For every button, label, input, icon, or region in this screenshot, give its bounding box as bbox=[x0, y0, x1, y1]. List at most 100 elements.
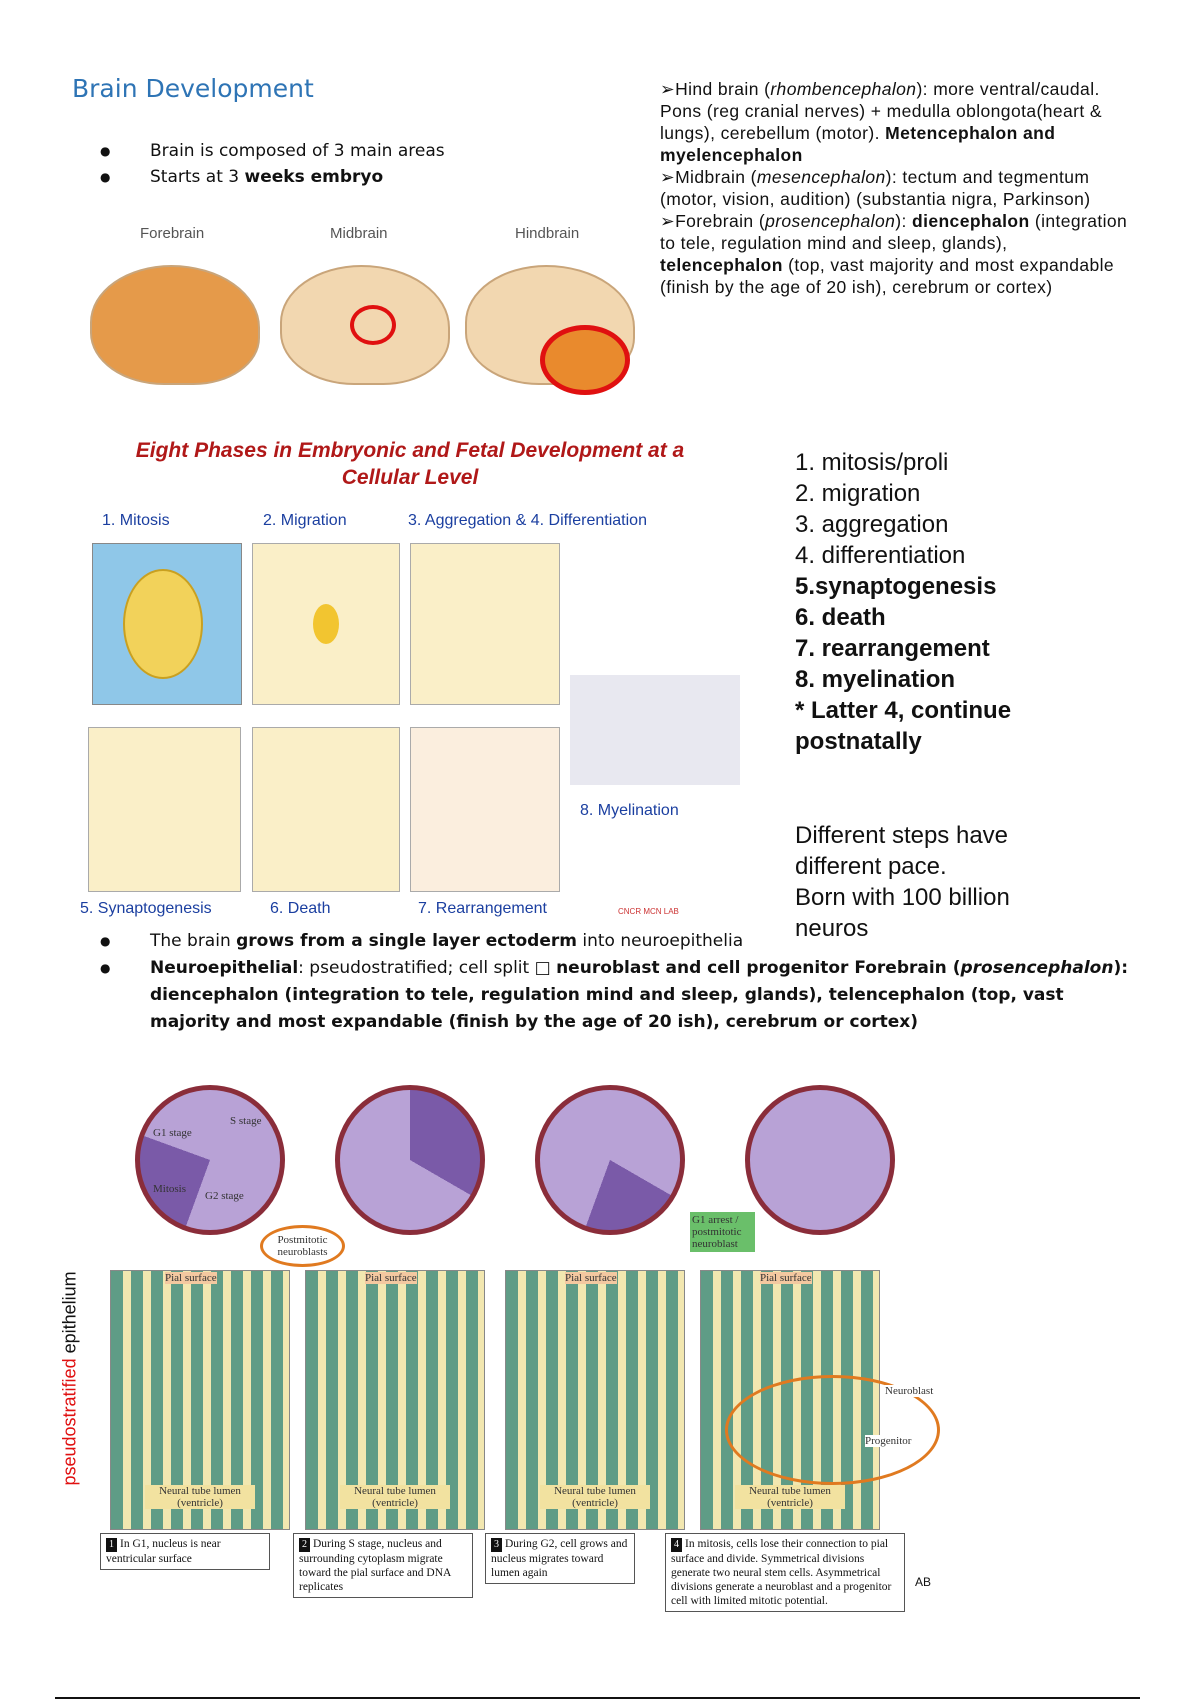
list-item: * Latter 4, continue postnatally bbox=[795, 697, 1012, 755]
cell-cycle-pie bbox=[135, 1085, 285, 1235]
highlight-ellipse bbox=[725, 1375, 940, 1485]
neuroepithelia-bullets: The brain grows from a single layer ecto… bbox=[100, 928, 1140, 1036]
t: into neuroepithelia bbox=[576, 931, 744, 951]
forebrain-label: Forebrain bbox=[140, 225, 205, 242]
t: During G2, cell grows and nucleus migrat… bbox=[491, 1538, 628, 1579]
progenitor-label: Progenitor bbox=[865, 1435, 912, 1447]
midbrain-label: Midbrain bbox=[330, 225, 388, 242]
postmitotic-label: Postmitotic neuroblasts bbox=[260, 1225, 345, 1267]
t: (integration to tele, regulation mind an… bbox=[660, 211, 1128, 253]
t: ): more ventral/caudal. Pons (reg crania… bbox=[660, 79, 1102, 143]
t: telencephalon bbox=[660, 255, 783, 275]
t: The brain bbox=[150, 931, 237, 951]
t: Neuroepithelial bbox=[150, 958, 299, 978]
t: prosencephalon bbox=[765, 211, 896, 231]
pial-label: Pial surface bbox=[565, 1272, 617, 1284]
t: ): bbox=[895, 211, 912, 231]
bullet: Neuroepithelial: pseudostratified; cell … bbox=[100, 955, 1140, 1036]
list-item: 6. death bbox=[795, 604, 886, 631]
phase-label: 1. Mitosis bbox=[102, 512, 170, 529]
synaptogenesis-panel bbox=[88, 727, 241, 892]
myelination-panel bbox=[570, 675, 740, 785]
phase-label: 3. Aggregation & 4. Differentiation bbox=[408, 512, 647, 529]
footer-rule bbox=[55, 1697, 1140, 1699]
phase-label: 8. Myelination bbox=[580, 802, 679, 819]
g2-label: G2 stage bbox=[205, 1190, 244, 1202]
bullet: Starts at 3 weeks embryo bbox=[100, 164, 445, 190]
bullet-text: Starts at 3 bbox=[150, 167, 245, 187]
list-item: 4. differentiation bbox=[795, 542, 966, 569]
bullet: Brain is composed of 3 main areas bbox=[100, 138, 445, 164]
highlight-circle bbox=[540, 325, 630, 395]
t: ➢Forebrain ( bbox=[660, 211, 766, 231]
bullet-text: Brain is composed of 3 main areas bbox=[150, 141, 445, 161]
death-panel bbox=[252, 727, 400, 892]
cell-cycle-pie bbox=[745, 1085, 895, 1235]
pial-label: Pial surface bbox=[365, 1272, 417, 1284]
text-line: different pace. bbox=[795, 853, 947, 880]
t: diencephalon (integration to tele, regul… bbox=[150, 985, 1064, 1032]
pial-label: Pial surface bbox=[760, 1272, 812, 1284]
list-item: 1. mitosis/proli bbox=[795, 449, 949, 476]
t: ): tectum and tegmentum (motor, vision, … bbox=[660, 167, 1091, 209]
neural-tube-column bbox=[110, 1270, 290, 1530]
list-item: 7. rearrangement bbox=[795, 635, 990, 662]
page-title: Brain Development bbox=[72, 74, 314, 103]
phase-label: 5. Synaptogenesis bbox=[80, 900, 212, 917]
lumen-label: Neural tube lumen (ventricle) bbox=[145, 1485, 255, 1509]
t: neuroblast and cell progenitor Forebrain… bbox=[556, 958, 961, 978]
t: ➢Midbrain ( bbox=[660, 167, 757, 187]
list-item: 2. migration bbox=[795, 480, 921, 507]
midbrain-note: ➢Midbrain (mesencephalon): tectum and te… bbox=[660, 166, 1135, 210]
cell-cycle-figure: pseudostratified epithelium G1 stage S s… bbox=[60, 1075, 955, 1625]
list-item: 5.synaptogenesis bbox=[795, 573, 997, 600]
step-number: 1 bbox=[106, 1538, 117, 1552]
highlight-circle bbox=[350, 305, 396, 345]
g1-label: G1 stage bbox=[153, 1127, 192, 1139]
lab-logo: CNCR MCN LAB bbox=[618, 907, 679, 916]
intro-bullets: Brain is composed of 3 main areas Starts… bbox=[100, 138, 445, 190]
lumen-label: Neural tube lumen (ventricle) bbox=[340, 1485, 450, 1509]
phase-list: 1. mitosis/proli 2. migration 3. aggrega… bbox=[795, 447, 1055, 757]
brain-regions-figure: Forebrain Midbrain Hindbrain bbox=[85, 225, 645, 395]
forebrain-note: ➢Forebrain (prosencephalon): diencephalo… bbox=[660, 210, 1135, 298]
t: ): bbox=[1113, 958, 1129, 978]
step-number: 4 bbox=[671, 1538, 682, 1552]
s-label: S stage bbox=[230, 1115, 262, 1127]
t: In mitosis, cells lose their connection … bbox=[671, 1538, 892, 1607]
lumen-label: Neural tube lumen (ventricle) bbox=[540, 1485, 650, 1509]
pial-label: Pial surface bbox=[165, 1272, 217, 1284]
cell-cycle-pie bbox=[335, 1085, 485, 1235]
t: rhombencephalon bbox=[770, 79, 917, 99]
text-line: Born with 100 billion bbox=[795, 884, 1010, 911]
bullet-bold: weeks embryo bbox=[244, 167, 384, 187]
lumen-label: Neural tube lumen (ventricle) bbox=[735, 1485, 845, 1509]
list-item: 3. aggregation bbox=[795, 511, 949, 538]
pace-note: Different steps have different pace. Bor… bbox=[795, 820, 1010, 944]
neuroblast-label: Neuroblast bbox=[885, 1385, 934, 1397]
t: pseudostratified bbox=[59, 1358, 80, 1486]
side-label: pseudostratified epithelium bbox=[59, 1271, 81, 1486]
mitosis-panel bbox=[92, 543, 242, 705]
phase-label: 2. Migration bbox=[263, 512, 347, 529]
migration-panel bbox=[252, 543, 400, 705]
brain-regions-notes: ➢Hind brain (rhombencephalon): more vent… bbox=[660, 78, 1135, 298]
text-line: Different steps have bbox=[795, 822, 1009, 849]
hindbrain-note: ➢Hind brain (rhombencephalon): more vent… bbox=[660, 78, 1135, 166]
t: (top, vast majority and most expandable … bbox=[660, 255, 1115, 297]
rearrangement-panel bbox=[410, 727, 560, 892]
t: : pseudostratified; cell split □ bbox=[298, 958, 557, 978]
step-number: 3 bbox=[491, 1538, 502, 1552]
t: prosencephalon bbox=[960, 958, 1114, 978]
step-number: 2 bbox=[299, 1538, 310, 1552]
cell-cycle-pie bbox=[535, 1085, 685, 1235]
g1-arrest-label: G1 arrest / postmitotic neuroblast bbox=[690, 1212, 755, 1252]
list-item: 8. myelination bbox=[795, 666, 956, 693]
phases-figure: 1. Mitosis 2. Migration 3. Aggregation &… bbox=[80, 505, 740, 925]
t: grows from a single layer ectoderm bbox=[236, 931, 577, 951]
phase-label: 6. Death bbox=[270, 900, 331, 917]
